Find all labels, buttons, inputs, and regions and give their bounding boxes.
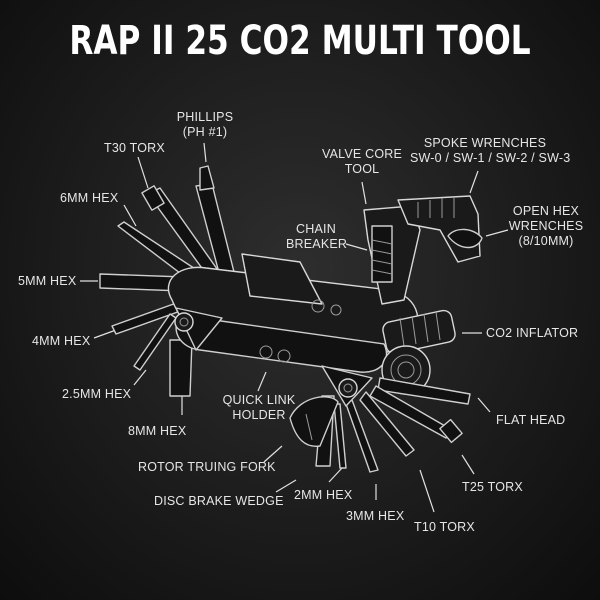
leader-t25 xyxy=(462,455,474,474)
label-t10-torx: T10 TORX xyxy=(414,520,475,535)
label-valve-line1: VALVE CORE xyxy=(320,147,404,162)
leader-quicklink xyxy=(258,372,266,391)
leader-spoke xyxy=(470,171,478,193)
label-8mm-hex: 8MM HEX xyxy=(128,424,186,439)
label-openhex-line3: (8/10MM) xyxy=(508,234,584,249)
label-openhex-line2: WRENCHES xyxy=(508,219,584,234)
label-6mm-hex: 6MM HEX xyxy=(60,191,118,206)
label-co2-inflator: CO2 INFLATOR xyxy=(486,326,578,341)
chain-breaker-assembly xyxy=(364,196,482,304)
label-2mm-hex: 2MM HEX xyxy=(294,488,352,503)
label-chain-line2: BREAKER xyxy=(286,237,346,252)
label-openhex-line1: OPEN HEX xyxy=(508,204,584,219)
leader-t30 xyxy=(138,157,148,188)
label-spoke-wrenches: SPOKE WRENCHES SW-0 / SW-1 / SW-2 / SW-3 xyxy=(410,136,560,166)
label-5mm-hex: 5MM HEX xyxy=(18,274,76,289)
label-chain-breaker: CHAIN BREAKER xyxy=(286,222,346,252)
leader-25mm xyxy=(134,370,146,385)
label-phillips: PHILLIPS (PH #1) xyxy=(170,110,240,140)
leader-disc xyxy=(276,480,296,492)
label-spoke-line1: SPOKE WRENCHES xyxy=(410,136,560,151)
hex-8mm-bit xyxy=(170,340,192,396)
label-spoke-line2: SW-0 / SW-1 / SW-2 / SW-3 xyxy=(410,151,560,166)
leader-flathead xyxy=(478,398,490,412)
label-chain-line1: CHAIN xyxy=(286,222,346,237)
label-flat-head: FLAT HEAD xyxy=(496,413,565,428)
leader-phillips xyxy=(204,143,206,162)
label-open-hex-wrenches: OPEN HEX WRENCHES (8/10MM) xyxy=(508,204,584,249)
label-t25-torx: T25 TORX xyxy=(462,480,523,495)
leader-2mm xyxy=(329,468,342,482)
phillips-tip xyxy=(200,166,214,190)
label-quicklink-line2: HOLDER xyxy=(218,408,300,423)
leader-openhex xyxy=(486,230,508,236)
torx-t25-tip xyxy=(440,420,462,443)
label-25mm-hex: 2.5MM HEX xyxy=(62,387,131,402)
leader-t10 xyxy=(420,470,434,512)
label-disc-brake-wedge: DISC BRAKE WEDGE xyxy=(154,494,284,509)
label-valve-core-tool: VALVE CORE TOOL xyxy=(320,147,404,177)
label-t30-torx: T30 TORX xyxy=(104,141,165,156)
hex-2mm-bit xyxy=(334,404,346,468)
leader-4mm xyxy=(94,330,116,338)
right-pivot-bolt xyxy=(339,379,357,397)
body-top-arm xyxy=(242,254,322,304)
left-pivot-bolt xyxy=(175,313,193,331)
label-rotor-truing-fork: ROTOR TRUING FORK xyxy=(138,460,276,475)
label-phillips-line2: (PH #1) xyxy=(170,125,240,140)
label-4mm-hex: 4MM HEX xyxy=(32,334,90,349)
label-quicklink-line1: QUICK LINK xyxy=(218,393,300,408)
label-3mm-hex: 3MM HEX xyxy=(346,509,404,524)
label-quick-link-holder: QUICK LINK HOLDER xyxy=(218,393,300,423)
label-phillips-line1: PHILLIPS xyxy=(170,110,240,125)
leader-valve xyxy=(362,182,366,204)
label-valve-line2: TOOL xyxy=(320,162,404,177)
right-bit-fan xyxy=(290,366,470,472)
leader-chain xyxy=(346,244,367,250)
